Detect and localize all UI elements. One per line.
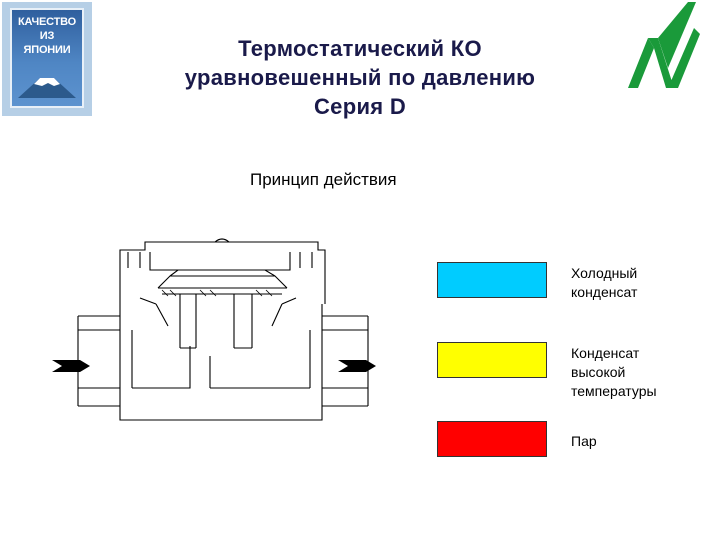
company-logo: [628, 2, 700, 88]
inlet-flow-arrow: [52, 360, 90, 372]
quality-japan-badge: КАЧЕСТВО ИЗ ЯПОНИИ: [2, 2, 92, 116]
trap-cap-ribs: [127, 252, 313, 271]
steam-trap-cross-section: [52, 238, 376, 421]
legend-label-hot-condensate: Конденсат высокой температуры: [571, 345, 657, 399]
title-line2: уравновешенный по давлению: [184, 65, 536, 90]
badge-panel: КАЧЕСТВО ИЗ ЯПОНИИ: [10, 8, 84, 108]
legend-swatch-steam: [437, 421, 547, 457]
section-subtitle: Принцип действия: [250, 170, 397, 189]
title-line3: Серия D: [313, 94, 407, 119]
trap-body-inner: [131, 330, 311, 389]
outlet-flow-arrow: [338, 360, 376, 372]
right-pipe-outline: [322, 315, 369, 407]
badge-text-line3: ЯПОНИИ: [23, 44, 71, 56]
page-title: Термостатический КО уравновешенный по да…: [160, 34, 560, 121]
legend-label-steam: Пар: [571, 433, 597, 449]
legend-label-cold-condensate: Холодный конденсат: [571, 265, 638, 300]
badge-text-line1: КАЧЕСТВО: [18, 16, 76, 28]
trap-cap-outline: [119, 241, 326, 304]
mount-fuji-icon: [18, 78, 76, 98]
thermostatic-capsule: [157, 269, 288, 289]
title-line1: Термостатический КО: [238, 36, 482, 61]
badge-text-line2: ИЗ: [39, 30, 55, 42]
legend-swatch-hot-condensate: [437, 342, 547, 378]
legend-swatch-cold-condensate: [437, 262, 547, 298]
trap-body-outline: [119, 304, 323, 421]
left-pipe-outline: [77, 315, 120, 407]
